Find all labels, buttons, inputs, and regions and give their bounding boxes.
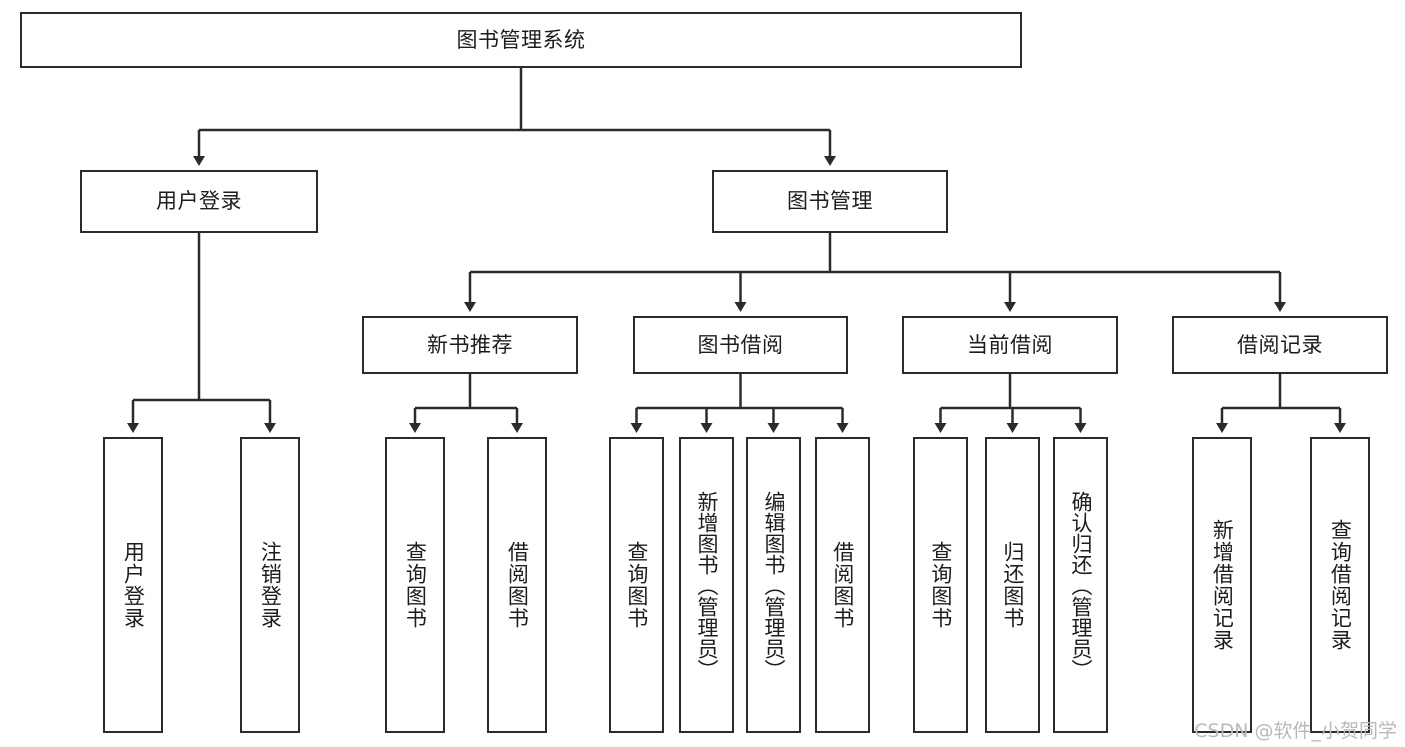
node-label: 编辑图书（管理员） (762, 490, 787, 680)
node-leaf_5[interactable]: 新增图书（管理员） (679, 437, 734, 733)
node-leaf_0[interactable]: 用户登录 (103, 437, 163, 733)
node-leaf_4[interactable]: 查询图书 (609, 437, 664, 733)
node-label: 查询借阅记录 (1328, 519, 1353, 651)
node-label: 图书管理 (787, 189, 873, 214)
node-label: 确认归还（管理员） (1069, 490, 1094, 680)
node-label: 新增图书（管理员） (695, 490, 720, 680)
node-leaf_10[interactable]: 确认归还（管理员） (1053, 437, 1108, 733)
node-label: 归还图书 (1000, 541, 1025, 629)
node-leaf_1[interactable]: 注销登录 (240, 437, 300, 733)
node-label: 用户登录 (121, 541, 146, 629)
node-leaf_9[interactable]: 归还图书 (985, 437, 1040, 733)
node-label: 新增借阅记录 (1210, 519, 1235, 651)
node-leaf_2[interactable]: 查询图书 (385, 437, 445, 733)
node-l2_0[interactable]: 用户登录 (80, 170, 318, 233)
node-l3_2[interactable]: 当前借阅 (902, 316, 1118, 374)
node-label: 借阅图书 (505, 541, 530, 629)
node-label: 借阅记录 (1237, 332, 1323, 357)
node-leaf_3[interactable]: 借阅图书 (487, 437, 547, 733)
node-label: 查询图书 (403, 541, 428, 629)
node-label: 借阅图书 (830, 541, 855, 629)
node-label: 新书推荐 (427, 332, 513, 357)
node-l2_1[interactable]: 图书管理 (712, 170, 948, 233)
node-l3_3[interactable]: 借阅记录 (1172, 316, 1388, 374)
node-label: 注销登录 (258, 541, 283, 629)
node-label: 用户登录 (156, 189, 242, 214)
node-label: 查询图书 (928, 541, 953, 629)
node-label: 图书管理系统 (456, 27, 586, 52)
node-leaf_6[interactable]: 编辑图书（管理员） (746, 437, 801, 733)
node-leaf_12[interactable]: 查询借阅记录 (1310, 437, 1370, 733)
node-leaf_7[interactable]: 借阅图书 (815, 437, 870, 733)
node-leaf_11[interactable]: 新增借阅记录 (1192, 437, 1252, 733)
node-root[interactable]: 图书管理系统 (20, 12, 1022, 68)
node-l3_1[interactable]: 图书借阅 (633, 316, 848, 374)
node-label: 查询图书 (624, 541, 649, 629)
node-l3_0[interactable]: 新书推荐 (362, 316, 578, 374)
node-leaf_8[interactable]: 查询图书 (913, 437, 968, 733)
node-label: 当前借阅 (967, 332, 1053, 357)
node-label: 图书借阅 (697, 332, 784, 357)
